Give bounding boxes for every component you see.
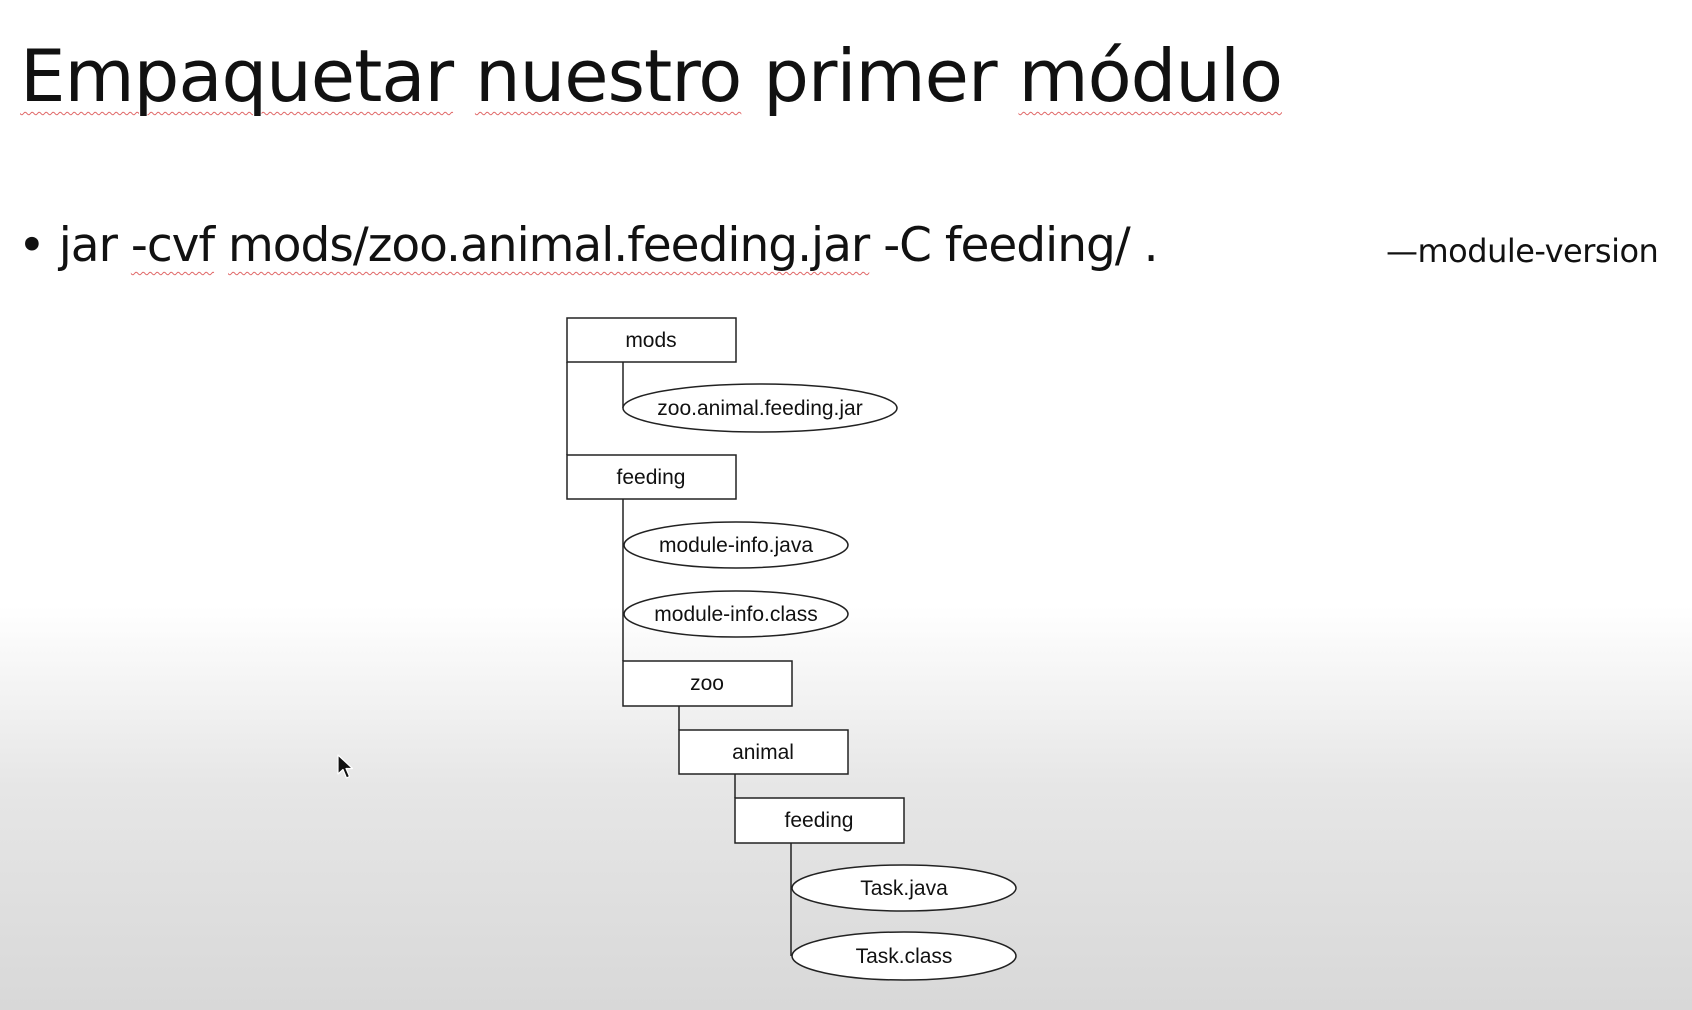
tree-node-mods: mods (566, 317, 737, 363)
tree-node-zoo: zoo (622, 660, 793, 707)
slide-title: Empaquetar nuestro primer módulo (20, 34, 1283, 118)
tree-connectors (566, 362, 792, 956)
tree-label-zoo: zoo (690, 672, 724, 695)
title-word: módulo (1018, 34, 1283, 118)
tree-label-mods: mods (625, 329, 676, 352)
tree-label-module-info-class: module-info.class (654, 603, 817, 626)
tree-node-feeding-dir: feeding (566, 454, 737, 500)
title-word: Empaquetar (20, 34, 454, 118)
tree-node-module-info-class: module-info.class (623, 590, 849, 638)
bullet-symbol: • (18, 218, 46, 273)
title-word: nuestro (474, 34, 742, 118)
command-rest: -C feeding/ . (883, 218, 1158, 273)
tree-node-jar-file: zoo.animal.feeding.jar (622, 383, 898, 433)
module-version-note: —module-version (1386, 232, 1659, 270)
tree-label-feeding-dir: feeding (617, 466, 686, 489)
title-word: primer (763, 34, 997, 118)
tree-node-task-class: Task.class (791, 931, 1017, 981)
command-path: mods/zoo.animal.feeding.jar (228, 218, 870, 273)
tree-label-animal: animal (732, 741, 794, 764)
tree-label-module-info-java: module-info.java (659, 534, 813, 557)
command-flag: -cvf (130, 218, 215, 273)
tree-label-feeding-pkg: feeding (785, 809, 854, 832)
tree-label-jar-file: zoo.animal.feeding.jar (657, 397, 862, 420)
tree-node-module-info-java: module-info.java (623, 521, 849, 569)
tree-node-animal: animal (678, 729, 849, 775)
command-name: jar (58, 218, 118, 273)
tree-node-task-java: Task.java (791, 864, 1017, 912)
mouse-pointer-icon (337, 754, 354, 779)
tree-label-task-class: Task.class (856, 945, 953, 968)
tree-label-task-java: Task.java (860, 877, 948, 900)
tree-node-feeding-pkg: feeding (734, 797, 905, 844)
bullet-command: •jar -cvf mods/zoo.animal.feeding.jar -C… (18, 218, 1159, 273)
